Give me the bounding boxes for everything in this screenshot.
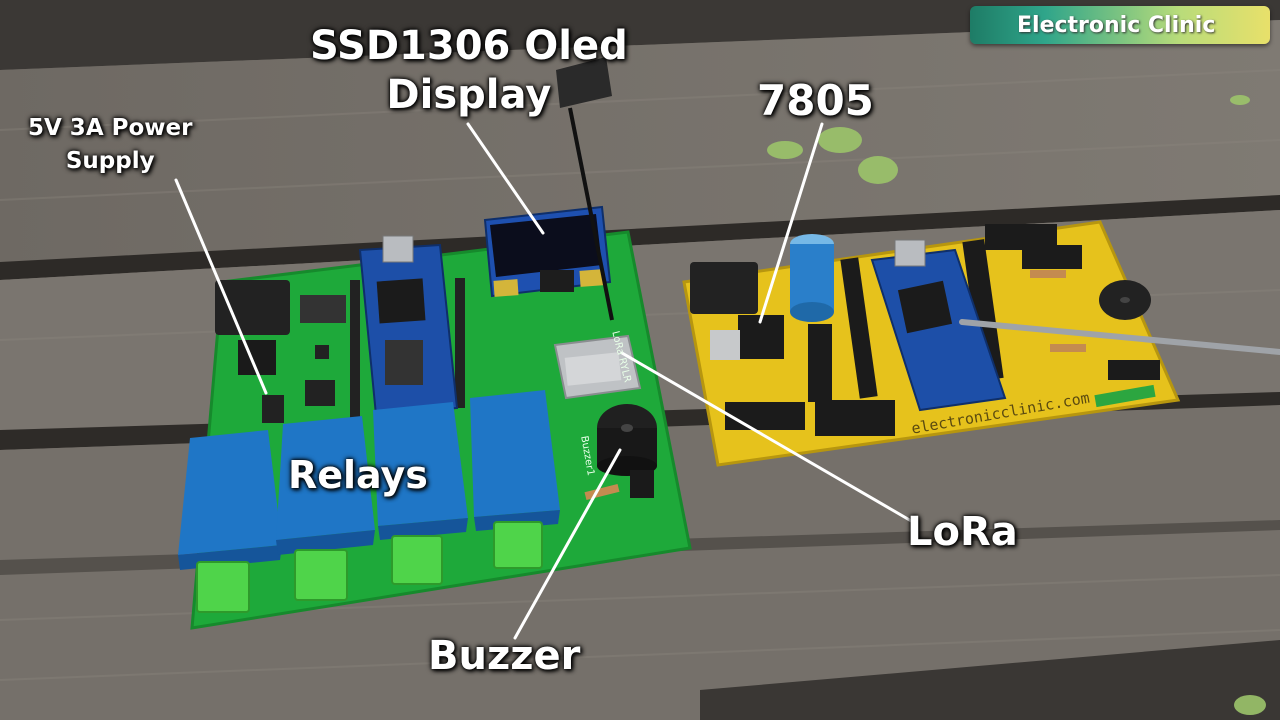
label-relays: Relays [288, 453, 428, 497]
brand-badge [970, 6, 1270, 44]
relay-3 [373, 402, 468, 540]
relay-1 [178, 430, 282, 570]
lora-antenna [556, 57, 614, 321]
relay-4 [470, 390, 560, 531]
annotation-lines [174, 122, 915, 640]
label-power-supply-line1: 5V 3A Power [28, 115, 193, 141]
terminal-blocks [196, 521, 543, 613]
arduino-nano-left [358, 235, 459, 417]
label-oled-line1: SSD1306 Oled [310, 23, 628, 69]
relay-2 [276, 416, 375, 555]
buzzer-left [584, 404, 657, 500]
label-power-supply-line2: Supply [65, 148, 155, 175]
leaf-decoration [767, 95, 1266, 715]
label-power-supply: 5V 3A Power Supply [28, 112, 192, 179]
screwdriver [959, 319, 1280, 355]
arduino-nano-right [870, 239, 1007, 412]
lora-module [553, 334, 642, 400]
label-buzzer: Buzzer [428, 633, 581, 679]
label-lora: LoRa [907, 509, 1018, 555]
relay-modules [178, 390, 560, 570]
label-oled-display: SSD1306 Oled Display [310, 22, 628, 120]
brand-logo-text: Electronic Clinic [1017, 13, 1216, 38]
label-oled-line2: Display [386, 71, 552, 118]
oled-display-module [483, 205, 612, 298]
label-regulator: 7805 [757, 76, 874, 125]
